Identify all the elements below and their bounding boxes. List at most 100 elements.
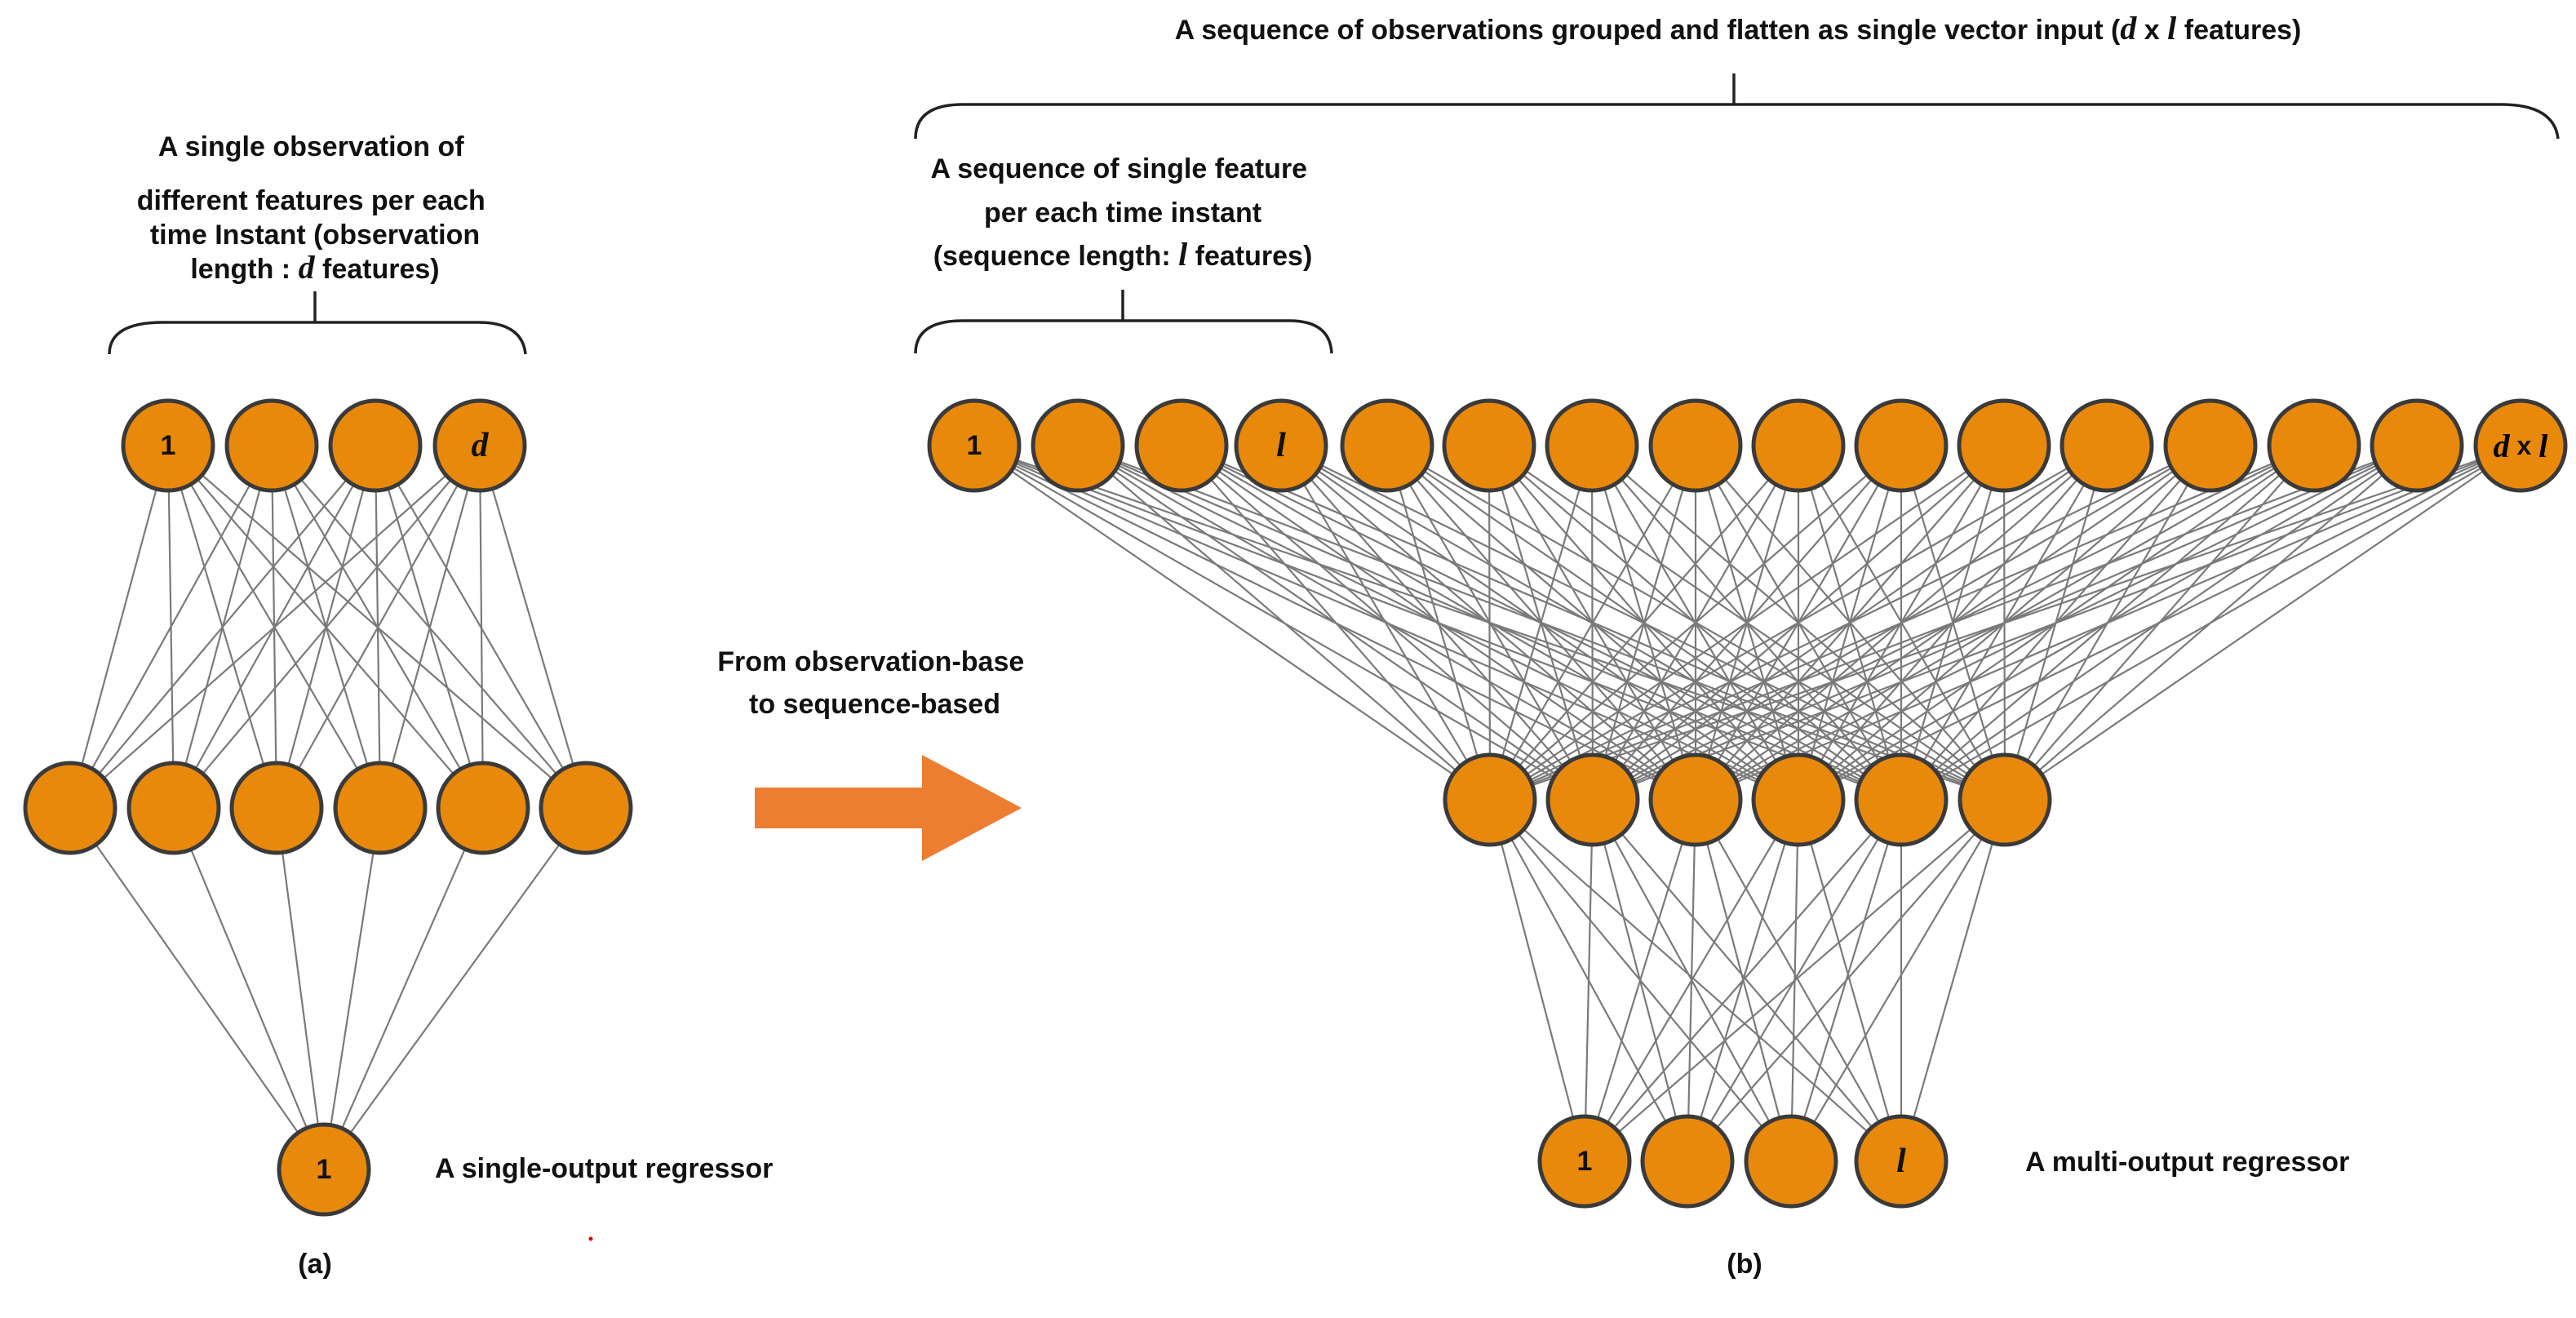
panel-b-input-last-label: d x l bbox=[2494, 428, 2549, 464]
panel-b-input-fourth-label: l bbox=[1276, 427, 1286, 464]
node bbox=[2163, 398, 2258, 493]
node bbox=[126, 761, 221, 855]
transition-arrow: From observation-base to sequence-based bbox=[717, 646, 1031, 861]
panel-b-output-caption: A multi-output regressor bbox=[2025, 1147, 2349, 1178]
node bbox=[2370, 398, 2464, 493]
edge bbox=[1900, 445, 2521, 801]
panel-b-sub-label-last-line: (sequence length: l features) bbox=[933, 236, 1313, 273]
edge bbox=[478, 445, 485, 809]
node bbox=[1854, 398, 1949, 493]
edge bbox=[1584, 799, 2006, 1162]
edge bbox=[1900, 799, 2006, 1162]
edge bbox=[1489, 445, 2108, 801]
panel-b-top-label: A sequence of observations grouped and f… bbox=[1175, 10, 2302, 47]
edge bbox=[1797, 799, 1903, 1162]
edge bbox=[1488, 445, 1594, 801]
node bbox=[1648, 752, 1743, 847]
edge bbox=[1386, 445, 1492, 801]
node bbox=[224, 398, 319, 493]
edge bbox=[478, 445, 587, 809]
edge bbox=[1280, 445, 1902, 801]
panel-a-brace bbox=[108, 321, 527, 355]
edge bbox=[1695, 444, 2521, 801]
right-arrow-icon bbox=[755, 755, 1022, 861]
panel-b-hidden-layer bbox=[1443, 752, 2052, 847]
panel-b-output-last-label: l bbox=[1896, 1143, 1906, 1180]
edge bbox=[1488, 799, 1586, 1162]
edge bbox=[1489, 799, 1902, 1162]
panel-a-caption: (a) bbox=[298, 1249, 332, 1280]
edge bbox=[1181, 445, 1594, 801]
node bbox=[121, 398, 215, 493]
panel-b-sub-brace bbox=[914, 319, 1333, 354]
edge bbox=[1280, 445, 1799, 801]
edge bbox=[1077, 445, 1491, 801]
edge bbox=[2004, 445, 2521, 801]
node bbox=[1648, 398, 1743, 493]
node bbox=[1340, 398, 1434, 493]
node bbox=[1957, 752, 2052, 847]
edge bbox=[973, 445, 1491, 801]
edge bbox=[323, 807, 587, 1170]
edge bbox=[276, 445, 481, 809]
node bbox=[1744, 1114, 1838, 1209]
panel-b-input-layer bbox=[927, 398, 2568, 493]
node bbox=[1443, 752, 1537, 847]
edge bbox=[69, 445, 481, 809]
edge bbox=[69, 807, 325, 1170]
edge bbox=[379, 445, 481, 809]
node bbox=[1854, 1114, 1949, 1209]
edge bbox=[1790, 799, 2006, 1162]
node bbox=[1031, 398, 1125, 493]
edge bbox=[172, 807, 326, 1170]
arrow-label: From observation-base to sequence-based bbox=[717, 646, 1031, 720]
panel-b-sub-label: A sequence of single feature per each ti… bbox=[930, 153, 1315, 229]
edge bbox=[1489, 444, 2418, 801]
edges-layer bbox=[69, 444, 2521, 1170]
node bbox=[1234, 398, 1328, 493]
panel-a-output-node bbox=[277, 1122, 371, 1217]
edge bbox=[1489, 445, 1799, 801]
node bbox=[539, 761, 633, 855]
edge bbox=[1181, 445, 1491, 801]
node bbox=[2059, 398, 2154, 493]
edge bbox=[1798, 445, 2521, 801]
edge bbox=[1695, 799, 1902, 1162]
panel-a-label-last-line: length : d features) bbox=[190, 249, 439, 286]
node bbox=[1134, 398, 1229, 493]
edge bbox=[69, 445, 376, 809]
panel-a-input-layer bbox=[121, 398, 527, 493]
node bbox=[436, 761, 530, 855]
panel-b-output-layer bbox=[1537, 1114, 1949, 1209]
edge bbox=[1583, 799, 1594, 1162]
panel-b-caption: (b) bbox=[1727, 1249, 1762, 1280]
node bbox=[1545, 752, 1640, 847]
node bbox=[1442, 398, 1536, 493]
node bbox=[927, 398, 1022, 493]
edge bbox=[1488, 445, 1492, 801]
edge bbox=[1687, 799, 2006, 1162]
edge bbox=[1584, 799, 1902, 1162]
edge bbox=[69, 445, 170, 809]
panel-a-output-label: 1 bbox=[317, 1154, 332, 1185]
edge bbox=[1489, 445, 1902, 801]
node bbox=[1854, 752, 1949, 847]
edge bbox=[322, 807, 485, 1170]
edge bbox=[1280, 445, 1491, 801]
edge bbox=[1592, 444, 2521, 801]
edge bbox=[1280, 445, 1696, 801]
edge bbox=[1584, 799, 1799, 1162]
node bbox=[1957, 398, 2051, 493]
panel-a-output-caption: A single-output regressor bbox=[435, 1153, 773, 1184]
panel-a-hidden-layer bbox=[23, 761, 633, 855]
panel-a: A single observation of different featur… bbox=[23, 131, 773, 1280]
edge bbox=[1489, 445, 2211, 801]
node bbox=[2267, 398, 2361, 493]
red-dot bbox=[588, 1236, 593, 1241]
edge bbox=[1489, 444, 2521, 801]
panel-b-output-first-label: 1 bbox=[1577, 1146, 1593, 1177]
edge bbox=[1489, 445, 2005, 801]
panel-a-input-last-label: d bbox=[472, 427, 490, 464]
edge bbox=[275, 807, 326, 1170]
